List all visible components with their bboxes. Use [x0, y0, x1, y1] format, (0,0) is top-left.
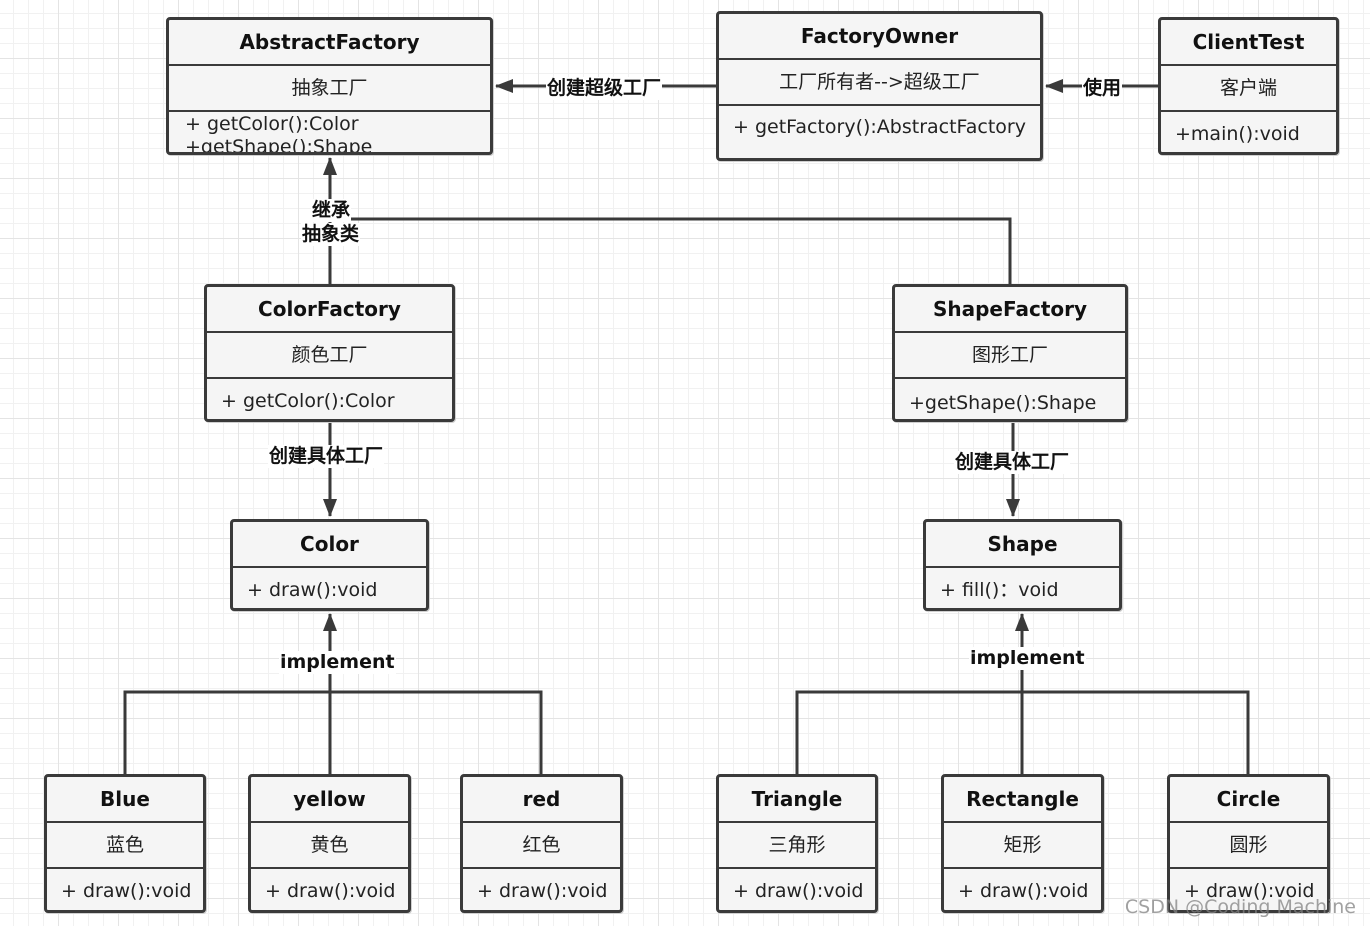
class-description: 抽象工厂: [169, 64, 490, 110]
class-red[interactable]: red 红色 + draw():void: [460, 774, 623, 913]
class-description: 红色: [463, 821, 620, 867]
class-methods: + draw():void: [233, 566, 426, 608]
wire-shapefactory-to-abstract: [330, 217, 1012, 285]
method-item: + getColor():Color: [185, 113, 359, 135]
class-color[interactable]: Color + draw():void: [230, 519, 429, 611]
method-item: +main():void: [1175, 123, 1300, 145]
method-item: + draw():void: [61, 880, 192, 902]
class-description: 工厂所有者-->超级工厂: [719, 58, 1040, 104]
class-shape-factory[interactable]: ShapeFactory 图形工厂 +getShape():Shape: [892, 284, 1128, 422]
class-methods: +getShape():Shape: [895, 377, 1125, 419]
label-implement-color: implement: [279, 651, 396, 674]
class-name: ClientTest: [1192, 30, 1305, 54]
class-name: yellow: [293, 787, 366, 811]
class-name: red: [522, 787, 561, 811]
class-methods: + draw():void: [944, 867, 1101, 910]
class-name: ShapeFactory: [932, 297, 1088, 321]
method-item: + draw():void: [1184, 880, 1315, 902]
class-triangle[interactable]: Triangle 三角形 + draw():void: [716, 774, 878, 913]
class-methods: + getColor():Color: [207, 377, 452, 419]
method-item: + getColor():Color: [221, 390, 395, 412]
class-name: Rectangle: [966, 787, 1079, 811]
class-methods: + getFactory():AbstractFactory: [719, 104, 1040, 158]
method-item: + draw():void: [477, 880, 608, 902]
class-circle[interactable]: Circle 圆形 + draw():void: [1167, 774, 1330, 913]
method-item: + getFactory():AbstractFactory: [733, 116, 1026, 138]
class-client-test[interactable]: ClientTest 客户端 +main():void: [1158, 17, 1339, 155]
wire-implement-shape-branches: [795, 690, 1250, 775]
class-name: Circle: [1216, 787, 1281, 811]
label-create-super-factory: 创建超级工厂: [546, 77, 663, 100]
label-create-concrete-shape: 创建具体工厂: [954, 451, 1071, 474]
class-methods: + fill()：void: [926, 566, 1119, 608]
class-methods: + draw():void: [1170, 867, 1327, 910]
class-description: 蓝色: [47, 821, 203, 867]
method-item: + draw():void: [958, 880, 1089, 902]
label-implement-shape: implement: [969, 647, 1086, 670]
class-shape[interactable]: Shape + fill()：void: [923, 519, 1122, 611]
label-abstract-class: 抽象类: [301, 223, 361, 246]
class-methods: + getColor():Color +getShape():Shape: [169, 110, 490, 155]
class-description: 黄色: [251, 821, 408, 867]
class-blue[interactable]: Blue 蓝色 + draw():void: [44, 774, 206, 913]
method-item: + draw():void: [733, 880, 864, 902]
class-methods: + draw():void: [463, 867, 620, 910]
class-name: Color: [300, 532, 359, 556]
class-factory-owner[interactable]: FactoryOwner 工厂所有者-->超级工厂 + getFactory()…: [716, 11, 1043, 161]
label-use: 使用: [1082, 77, 1123, 100]
class-name: Triangle: [751, 787, 843, 811]
label-inherit: 继承: [311, 199, 352, 222]
class-description: 图形工厂: [895, 331, 1125, 377]
watermark: CSDN @Coding Machine: [1124, 896, 1356, 918]
class-abstract-factory[interactable]: AbstractFactory 抽象工厂 + getColor():Color …: [166, 17, 493, 155]
class-color-factory[interactable]: ColorFactory 颜色工厂 + getColor():Color: [204, 284, 455, 422]
class-name: Blue: [100, 787, 150, 811]
method-item: + draw():void: [247, 579, 378, 601]
method-item: + draw():void: [265, 880, 396, 902]
method-item: +getShape():Shape: [909, 392, 1097, 414]
method-item: +getShape():Shape: [185, 136, 373, 155]
class-name: Shape: [987, 532, 1058, 556]
class-description: 矩形: [944, 821, 1101, 867]
class-rectangle[interactable]: Rectangle 矩形 + draw():void: [941, 774, 1104, 913]
class-description: 三角形: [719, 821, 875, 867]
class-yellow[interactable]: yellow 黄色 + draw():void: [248, 774, 411, 913]
class-description: 颜色工厂: [207, 331, 452, 377]
wire-implement-color-branches: [123, 690, 543, 775]
class-description: 客户端: [1161, 64, 1336, 110]
class-name: AbstractFactory: [239, 30, 420, 54]
class-methods: + draw():void: [719, 867, 875, 910]
class-description: 圆形: [1170, 821, 1327, 867]
label-create-concrete-color: 创建具体工厂: [268, 445, 385, 468]
class-name: FactoryOwner: [800, 24, 959, 48]
class-methods: +main():void: [1161, 110, 1336, 152]
class-methods: + draw():void: [47, 867, 203, 910]
class-name: ColorFactory: [258, 297, 401, 321]
class-methods: + draw():void: [251, 867, 408, 910]
method-item: + fill()：void: [940, 579, 1059, 601]
